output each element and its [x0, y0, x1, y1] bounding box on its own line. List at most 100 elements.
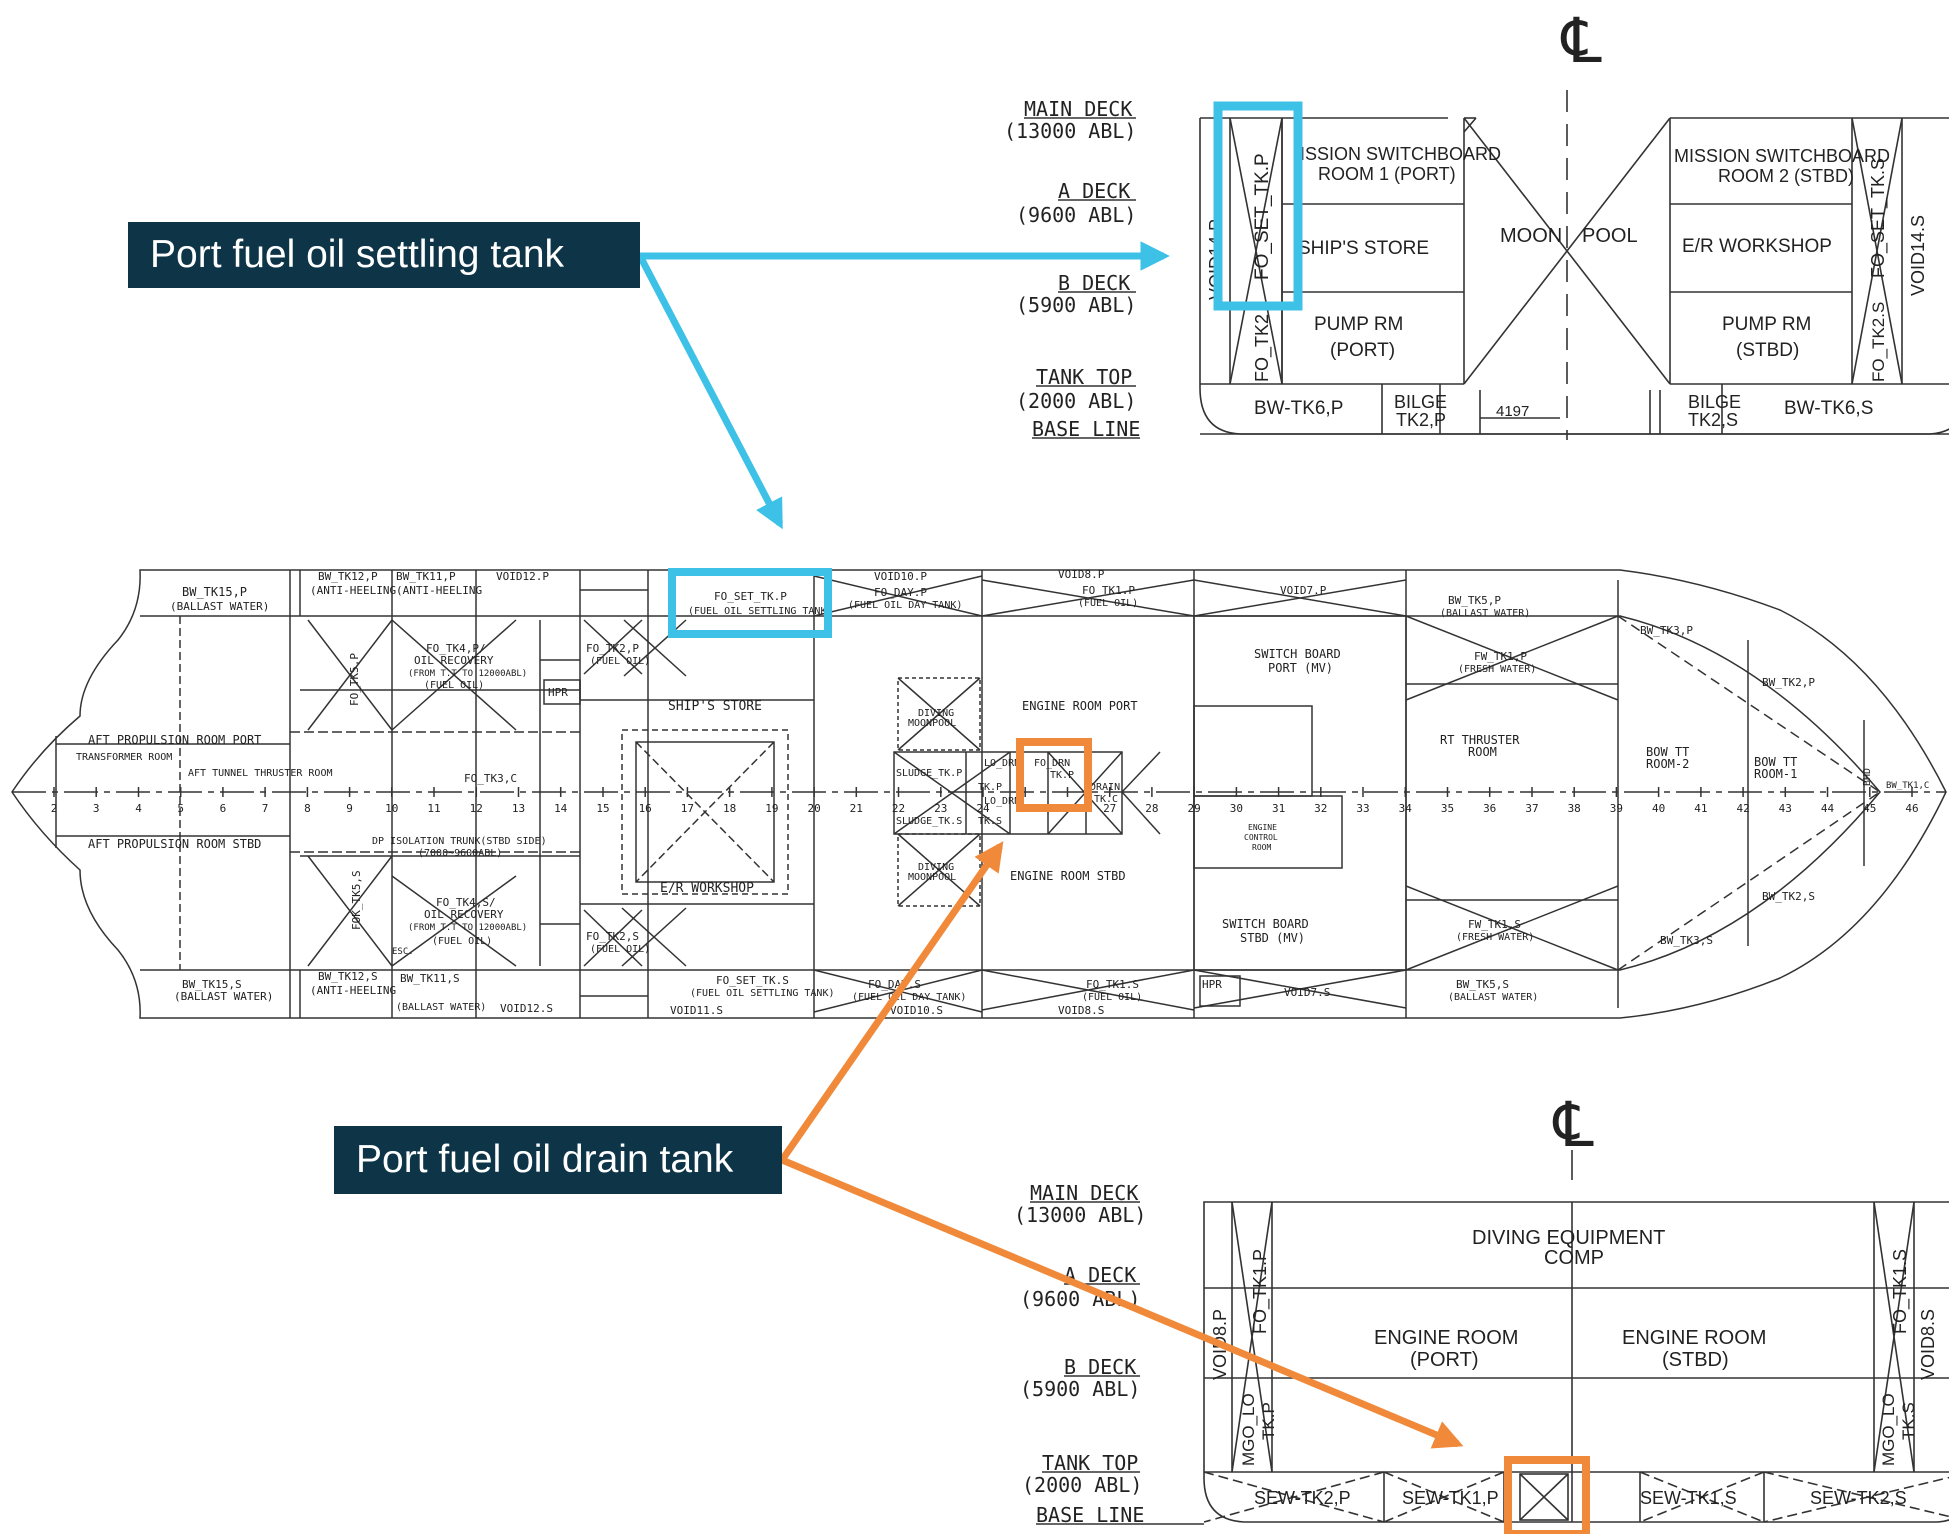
label-switch-board-port-1: SWITCH BOARD: [1254, 647, 1341, 661]
label-switch-board-stbd-2: STBD (MV): [1240, 931, 1305, 945]
label-fo-tk2-s: FO_TK2,S: [586, 930, 639, 943]
frame-number-7: 7: [262, 802, 269, 815]
label-b-deck-abl: (5900 ABL): [1016, 293, 1136, 317]
label-lo-drn-tk-p: TK.P: [978, 782, 1002, 793]
label-anti-heeling-s12: (ANTI-HEELING: [310, 984, 396, 997]
frame-number-31: 31: [1272, 802, 1285, 815]
label-mgo-lo-s-2: TK.S: [1899, 1402, 1918, 1440]
label-tank-top-abl: (2000 ABL): [1016, 389, 1136, 413]
label-drain-c: DRAIN: [1090, 782, 1120, 793]
label-mgo-lo-s-1: MGO_LO: [1879, 1393, 1898, 1466]
label-bilge-tk2-s-2: TK2,S: [1688, 410, 1738, 430]
label-main-deck-b: MAIN DECK: [1030, 1181, 1138, 1205]
label-diving-equipment-2: COMP: [1544, 1247, 1604, 1269]
label-fo-tk2-s-sub: (FUEL OIL): [590, 944, 650, 955]
label-bw-tk6-s: BW-TK6,S: [1784, 398, 1873, 419]
label-diving-moonpool-top-1: DIVING: [918, 708, 954, 719]
label-pump-rm-stbd: PUMP RM: [1722, 314, 1811, 335]
frame-number-33: 33: [1356, 802, 1369, 815]
frame-number-38: 38: [1568, 802, 1581, 815]
label-b-deck-b: B DECK: [1064, 1355, 1136, 1379]
frame-number-13: 13: [512, 802, 525, 815]
label-switch-board-port-2: PORT (MV): [1268, 661, 1333, 675]
label-engine-room-stbd-suffix: (STBD): [1662, 1349, 1729, 1371]
top-section-labels: VOID14.P FO_SET_TK.P FO_TK2 ISSION SWITC…: [1206, 144, 1928, 430]
label-pump-rm-port: PUMP RM: [1314, 314, 1403, 335]
label-bw-tk5-s-sub: (BALLAST WATER): [1448, 992, 1538, 1003]
label-bw-tk15-s: BW_TK15,S: [182, 978, 242, 991]
label-bilge-tk2-p-2: TK2,P: [1396, 410, 1446, 430]
plan-labels: BW_TK15,P (BALLAST WATER) BW_TK12,P (ANT…: [76, 568, 1929, 1017]
frame-number-39: 39: [1610, 802, 1623, 815]
label-fo-day-s: FO_DAY.S: [868, 978, 921, 991]
top-section: ℄: [1199, 7, 1949, 440]
callout-settling-tank: Port fuel oil settling tank: [128, 222, 640, 288]
label-sew-tk2-s: SEW-TK2,S: [1810, 1488, 1907, 1508]
label-lo-drn-p: LO_DRN: [984, 758, 1020, 769]
highlights: [636, 101, 1590, 1534]
label-fuel-oil-settling-tank-p: (FUEL OIL SETTLING TANK): [688, 606, 833, 617]
frame-number-24: 24: [976, 802, 990, 815]
label-ships-store-section: SHIP'S STORE: [1298, 238, 1429, 259]
label-er-workshop-plan: E/R WORKSHOP: [660, 881, 754, 896]
label-hpr-aft: HPR: [548, 686, 568, 699]
label-dp-isolation: DP ISOLATION TRUNK(STBD SIDE): [372, 836, 547, 847]
label-bow-tt-2-1: BOW TT: [1646, 745, 1689, 759]
frame-number-28: 28: [1145, 802, 1158, 815]
label-bw-tk5-p-sub: (BALLAST WATER): [1440, 608, 1530, 619]
highlight-settling-tank-section: [1213, 101, 1303, 311]
label-void8-s-sec: VOID8.S: [1918, 1309, 1938, 1380]
frame-number-45: 45: [1863, 802, 1876, 815]
arrow-settling-to-plan: [636, 254, 784, 530]
label-ecr-1: ENGINE: [1248, 823, 1277, 832]
label-diving-moonpool-bot-2: MOONPOOL: [908, 872, 956, 883]
label-fo-tk2-s: FO_TK2.S: [1869, 302, 1888, 382]
label-mission-swbd-port-2: ROOM 1 (PORT): [1318, 164, 1456, 184]
label-dim-4197: 4197: [1496, 403, 1529, 420]
frame-number-12: 12: [470, 802, 483, 815]
frame-number-4: 4: [135, 802, 142, 815]
label-anti-heeling-p11: (ANTI-HEELING: [396, 584, 482, 597]
label-fo-set-tk-s-plan: FO_SET_TK.S: [716, 974, 789, 987]
label-fo-tk4-s-sub: (FUEL OIL): [432, 936, 492, 947]
label-sludge-tk-s: SLUDGE_TK.S: [896, 816, 962, 827]
label-bw-tk6-p: BW-TK6,P: [1254, 398, 1343, 419]
frame-number-17: 17: [681, 802, 694, 815]
label-bw-tk3-p: BW_TK3,P: [1640, 624, 1693, 637]
frame-number-11: 11: [427, 802, 440, 815]
label-mgo-lo-p-2: TK.P: [1259, 1402, 1278, 1440]
label-rt-thruster-1: RT THRUSTER: [1440, 733, 1520, 747]
label-tank-top-b: TANK TOP: [1042, 1451, 1138, 1475]
frame-number-46: 46: [1905, 802, 1918, 815]
frame-number-5: 5: [177, 802, 184, 815]
frame-number-10: 10: [385, 802, 398, 815]
frame-number-22: 22: [892, 802, 905, 815]
label-bow-tt-1-1: BOW TT: [1754, 755, 1797, 769]
label-a-deck: A DECK: [1058, 179, 1130, 203]
label-fo-tk4-p: FO_TK4,P/: [426, 642, 486, 655]
frame-number-40: 40: [1652, 802, 1665, 815]
label-aft-prop-stbd: AFT PROPULSION ROOM STBD: [88, 837, 261, 851]
label-pool: POOL: [1582, 225, 1638, 247]
centerline-symbol-bottom: ℄: [1552, 1091, 1594, 1160]
label-anti-heeling-p12: (ANTI-HEELING: [310, 584, 396, 597]
label-tank-top-abl-b: (2000 ABL): [1022, 1473, 1142, 1497]
label-mgo-lo-p-1: MGO_LO: [1239, 1393, 1258, 1466]
frame-number-37: 37: [1525, 802, 1538, 815]
label-fo-tk2-p-sub: (FUEL OIL): [590, 656, 650, 667]
label-pump-rm-port-suffix: (PORT): [1330, 340, 1395, 361]
label-bw-tk12-p: BW_TK12,P: [318, 570, 378, 583]
label-base-line: BASE LINE: [1032, 417, 1140, 441]
frame-number-34: 34: [1399, 802, 1413, 815]
frame-number-3: 3: [93, 802, 100, 815]
label-bw-tk2-s: BW_TK2,S: [1762, 890, 1815, 903]
label-engine-room-port-plan: ENGINE ROOM PORT: [1022, 699, 1138, 713]
label-bw-tk1-c: BW_TK1,C: [1886, 781, 1929, 791]
callout-drain-tank: Port fuel oil drain tank: [334, 1126, 782, 1194]
label-from-tt-p: (FROM T.T TO 12000ABL): [408, 669, 527, 679]
label-bw-tk11-s-sub: (BALLAST WATER): [396, 1002, 486, 1013]
label-engine-room-port-suffix: (PORT): [1410, 1349, 1479, 1371]
top-deck-levels: MAIN DECK (13000 ABL) A DECK (9600 ABL) …: [1004, 97, 1140, 441]
label-bw-tk5-s: BW_TK5,S: [1456, 978, 1509, 991]
